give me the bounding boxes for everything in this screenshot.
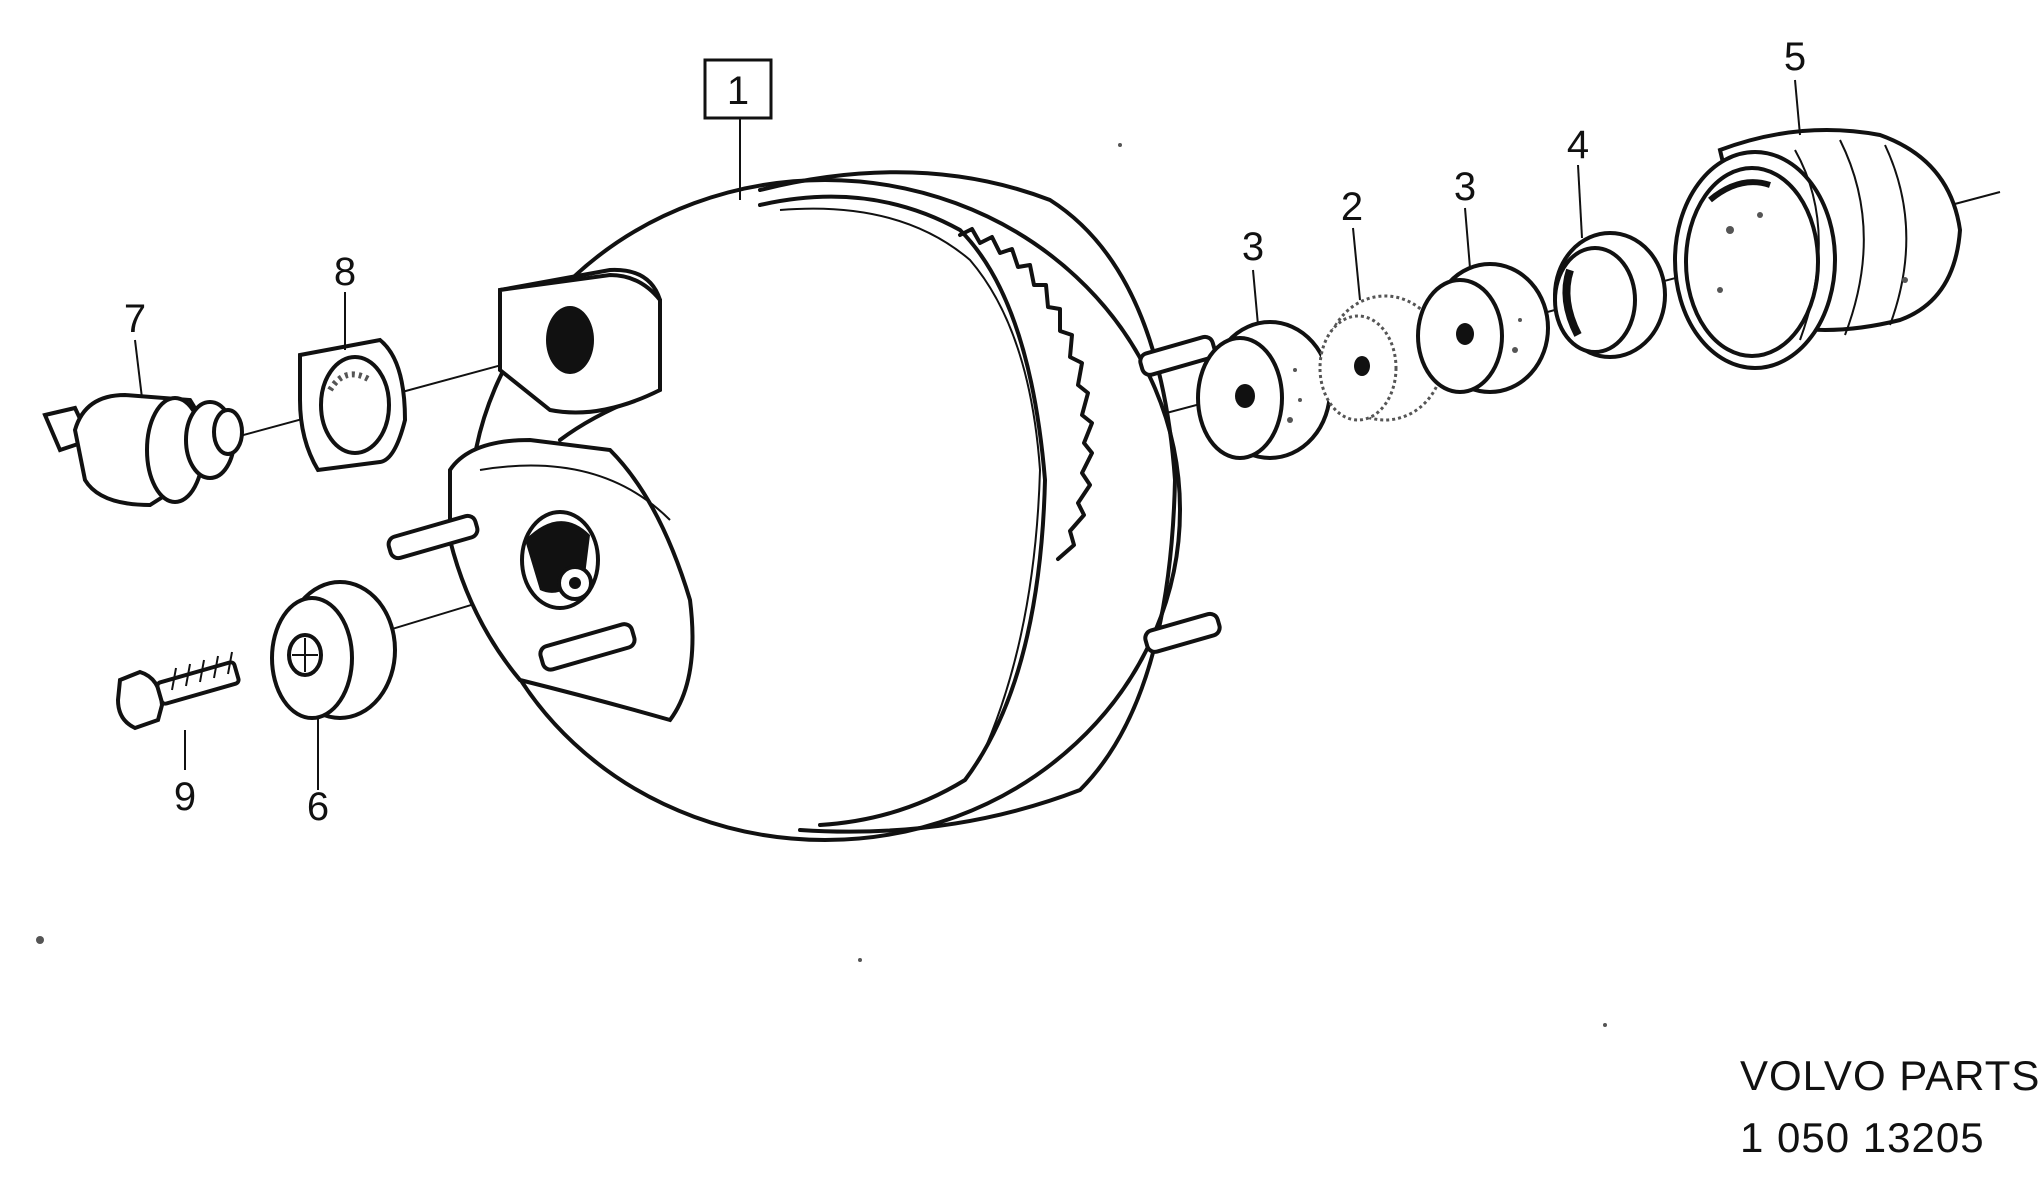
filter — [1318, 294, 1445, 422]
callout-7: 7 — [124, 297, 146, 341]
washer — [270, 580, 397, 720]
vacuum-hose-connector — [42, 392, 244, 508]
callout-9: 9 — [174, 775, 196, 819]
scan-specks — [36, 143, 1607, 1027]
ring — [1553, 231, 1667, 359]
callout-1: 1 — [727, 69, 749, 113]
seal-3-right — [1416, 262, 1550, 394]
seal-3-left — [1196, 320, 1332, 460]
leader-lines — [134, 79, 1801, 790]
footer-brand: VOLVO PARTS — [1740, 1052, 2040, 1099]
bolt — [115, 651, 241, 731]
callout-4: 4 — [1567, 123, 1589, 167]
grommet — [298, 337, 408, 473]
footer-part-code: 1 050 13205 — [1740, 1114, 1985, 1161]
callout-3-right: 3 — [1454, 165, 1476, 209]
bellows — [1673, 128, 1963, 370]
callout-box-1 — [703, 58, 773, 120]
callout-6: 6 — [307, 785, 329, 829]
callout-5: 5 — [1784, 35, 1806, 79]
callout-labels: 1 2 3 3 4 5 6 7 8 9 — [124, 35, 1806, 829]
callout-8: 8 — [334, 250, 356, 294]
callout-2: 2 — [1341, 185, 1363, 229]
brake-booster — [386, 170, 1222, 842]
callout-3-left: 3 — [1242, 225, 1264, 269]
